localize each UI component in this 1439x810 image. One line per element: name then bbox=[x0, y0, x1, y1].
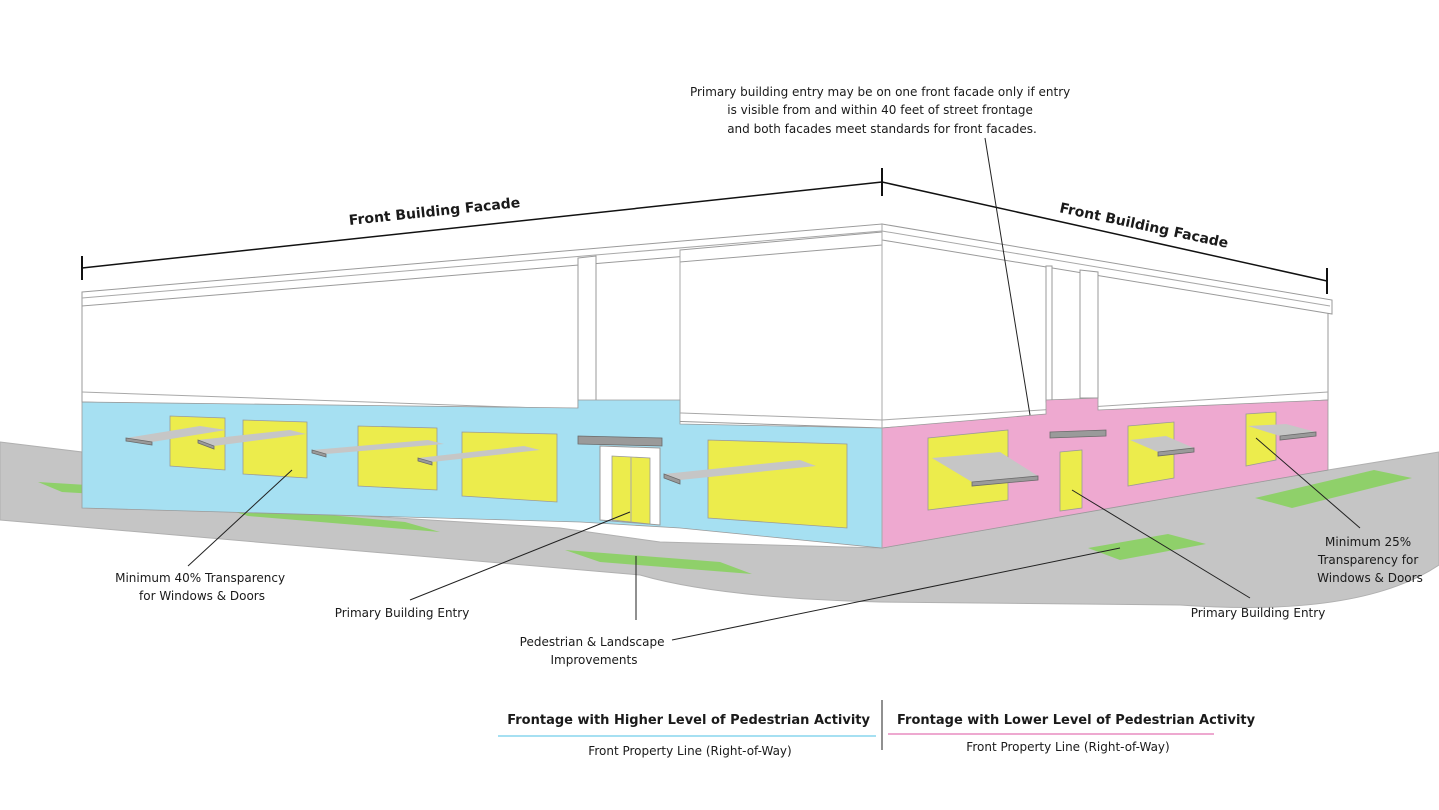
legend-higher-title: Frontage with Higher Level of Pedestrian… bbox=[507, 713, 870, 728]
landscape-strip bbox=[1088, 534, 1206, 560]
landscape-strip bbox=[565, 550, 752, 574]
awning bbox=[125, 437, 153, 446]
window bbox=[242, 419, 308, 479]
awning bbox=[418, 446, 540, 462]
transparency-25-label: Minimum 25% Transparency for Windows & D… bbox=[1317, 535, 1423, 585]
entry-door bbox=[1059, 449, 1083, 512]
awning bbox=[311, 449, 327, 458]
entry-left-label: Primary Building Entry bbox=[335, 606, 470, 620]
window bbox=[461, 431, 558, 503]
landscape-strip bbox=[1255, 470, 1412, 508]
awning bbox=[417, 457, 433, 466]
legend-higher-sub: Front Property Line (Right-of-Way) bbox=[588, 744, 791, 758]
awning bbox=[1248, 424, 1316, 436]
awning bbox=[971, 475, 1039, 487]
awning bbox=[1130, 436, 1194, 452]
window bbox=[707, 439, 848, 529]
awning bbox=[664, 460, 816, 480]
awning bbox=[197, 439, 215, 450]
legend-lower-sub: Front Property Line (Right-of-Way) bbox=[966, 740, 1169, 754]
awning bbox=[312, 440, 444, 454]
facade-left-dimension bbox=[81, 181, 883, 269]
entry-note: Primary building entry may be on one fro… bbox=[690, 85, 1074, 136]
transparency-40-label: Minimum 40% Transparency for Windows & D… bbox=[115, 571, 289, 603]
facade-right-dimension bbox=[881, 181, 1328, 282]
pedestrian-label: Pedestrian & Landscape Improvements bbox=[520, 635, 669, 667]
entry-right-label: Primary Building Entry bbox=[1191, 606, 1326, 620]
awning bbox=[126, 426, 226, 442]
awning bbox=[1157, 447, 1195, 457]
facade-right-label: Front Building Facade bbox=[1058, 200, 1230, 251]
sidewalk bbox=[0, 441, 1439, 609]
entry-canopy bbox=[1049, 429, 1107, 439]
legend-lower-title: Frontage with Lower Level of Pedestrian … bbox=[897, 713, 1256, 728]
entry-canopy bbox=[577, 435, 663, 447]
awning bbox=[198, 430, 306, 446]
awning bbox=[1279, 431, 1317, 441]
window bbox=[1245, 411, 1277, 467]
awning bbox=[663, 473, 681, 485]
awning bbox=[932, 452, 1038, 482]
